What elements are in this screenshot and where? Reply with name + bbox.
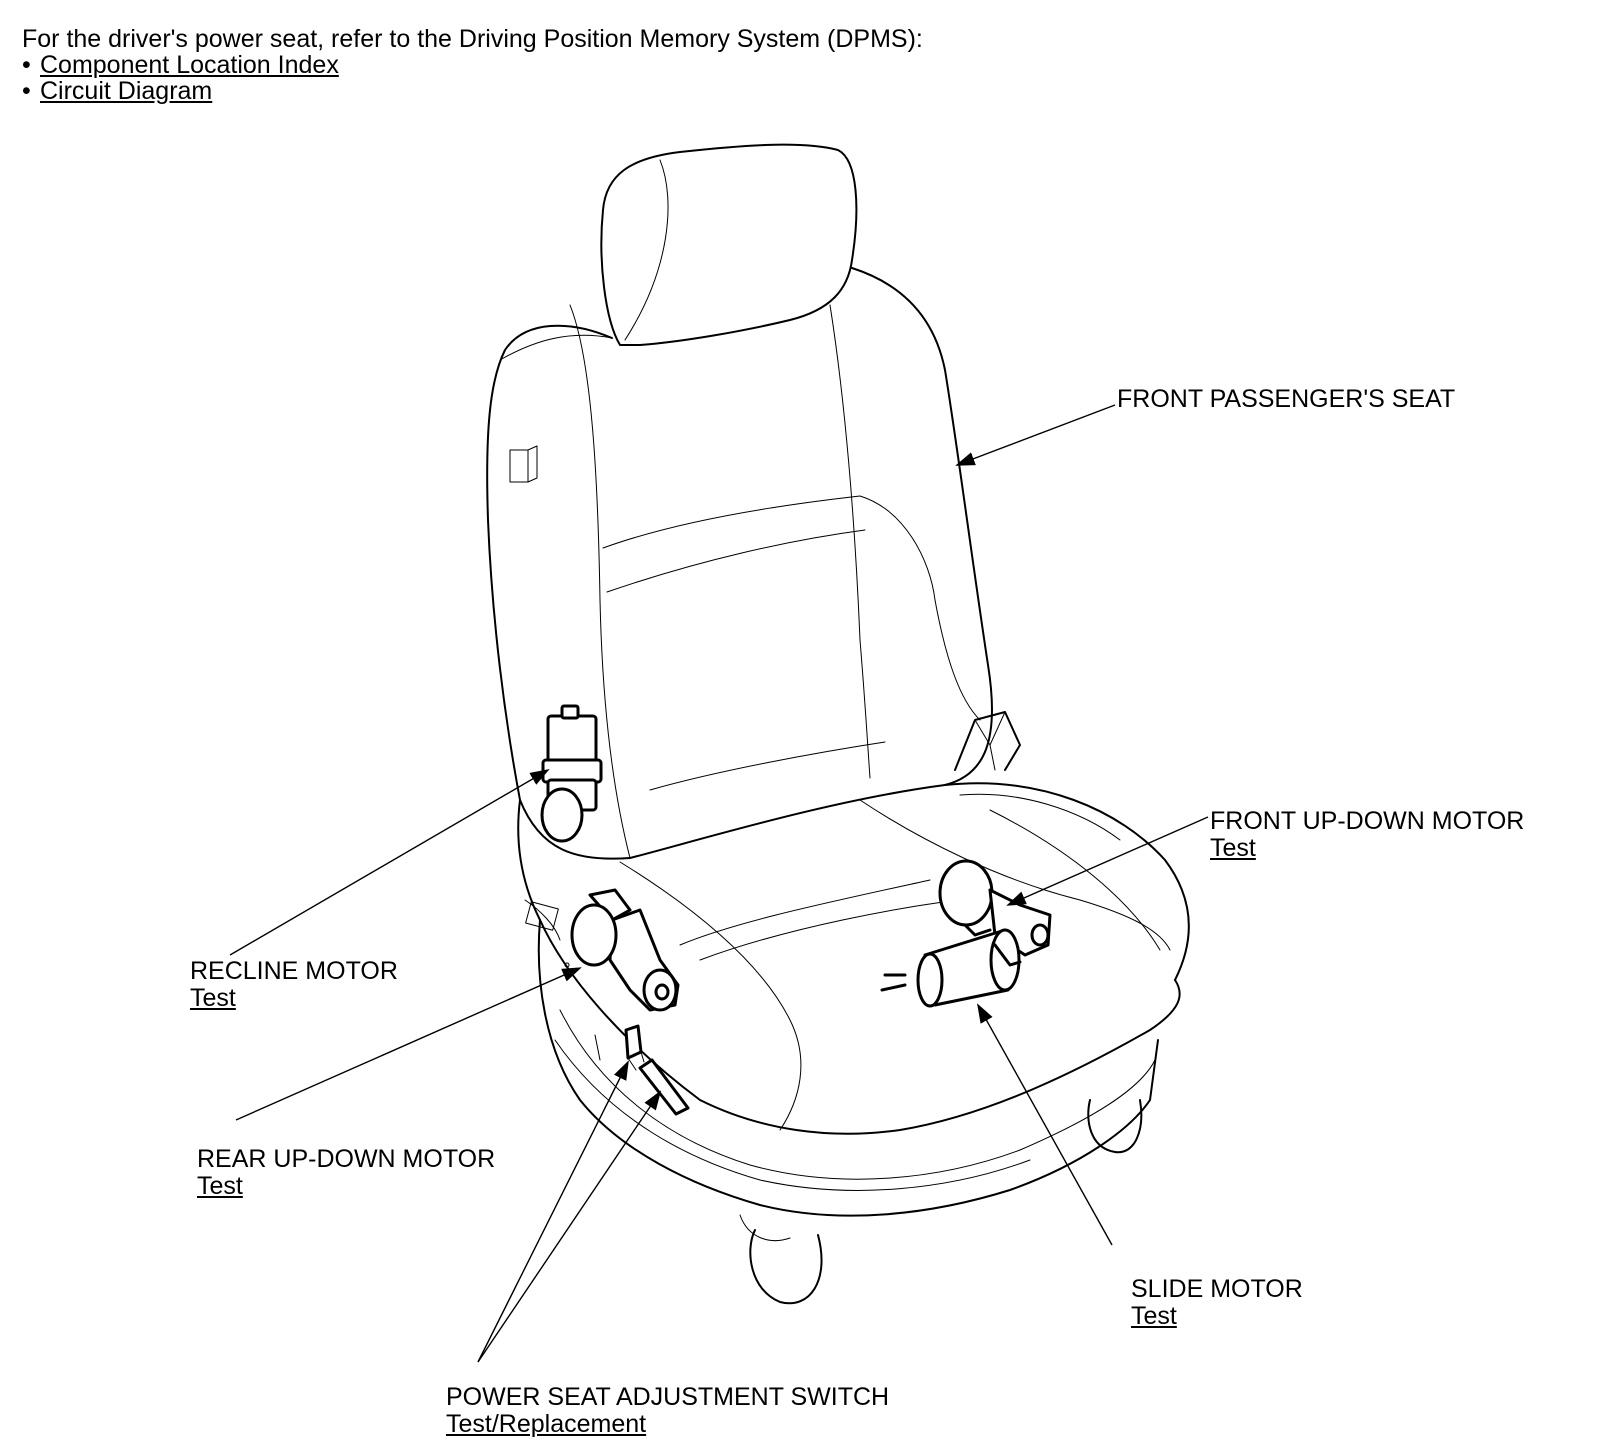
- front-passenger-seat-title: FRONT PASSENGER'S SEAT: [1117, 385, 1456, 413]
- rear-up-down-motor-title: REAR UP-DOWN MOTOR: [197, 1145, 496, 1173]
- front-up-down-motor-test-link[interactable]: Test: [1210, 834, 1256, 862]
- slide-motor-test-link[interactable]: Test: [1131, 1302, 1177, 1330]
- bullet-2: •: [22, 77, 31, 105]
- front-up-down-motor-title: FRONT UP-DOWN MOTOR: [1210, 807, 1525, 835]
- seat-base: [524, 711, 1159, 1305]
- front-passenger-seat-label: FRONT PASSENGER'S SEAT: [1117, 386, 1455, 413]
- leader-switch-2: [477, 1090, 662, 1363]
- intro-link-row-2: • Circuit Diagram: [22, 78, 923, 104]
- slide-motor-title: SLIDE MOTOR: [1131, 1275, 1303, 1303]
- power-seat-adjustment-switch-label: POWER SEAT ADJUSTMENT SWITCH Test/Replac…: [446, 1384, 889, 1438]
- leader-lines: [229, 404, 1209, 1363]
- leader-switch-1: [477, 1060, 629, 1363]
- leader-slide-motor: [977, 1003, 1113, 1246]
- power-seat-adjustment-switch: [624, 1024, 690, 1116]
- rear-up-down-motor: [570, 888, 680, 1012]
- headrest: [600, 143, 858, 346]
- leader-recline-motor: [229, 769, 550, 956]
- recline-motor-test-link[interactable]: Test: [190, 984, 236, 1012]
- rear-up-down-motor-test-link[interactable]: Test: [197, 1172, 243, 1200]
- recline-motor-label: RECLINE MOTOR Test: [190, 958, 398, 1012]
- power-seat-adjustment-switch-title: POWER SEAT ADJUSTMENT SWITCH: [446, 1383, 890, 1411]
- recline-motor: [540, 704, 603, 843]
- intro-text: For the driver's power seat, refer to th…: [22, 25, 923, 53]
- seat-back: [486, 267, 994, 860]
- leader-rear-up-down-motor: [235, 967, 582, 1121]
- intro-block: For the driver's power seat, refer to th…: [22, 26, 923, 104]
- circuit-diagram-link[interactable]: Circuit Diagram: [40, 77, 213, 105]
- component-location-index-link[interactable]: Component Location Index: [40, 51, 339, 79]
- slide-motor: [880, 928, 1022, 1008]
- slide-motor-label: SLIDE MOTOR Test: [1131, 1276, 1303, 1330]
- power-seat-adjustment-switch-link[interactable]: Test/Replacement: [446, 1410, 647, 1438]
- recline-motor-title: RECLINE MOTOR: [190, 957, 398, 985]
- leader-front-up-down-motor: [1006, 816, 1209, 906]
- rear-up-down-motor-label: REAR UP-DOWN MOTOR Test: [197, 1146, 495, 1200]
- intro-link-row-1: • Component Location Index: [22, 52, 923, 78]
- leader-front-passenger-seat: [955, 404, 1116, 466]
- front-up-down-motor-label: FRONT UP-DOWN MOTOR Test: [1210, 808, 1524, 862]
- bullet-1: •: [22, 51, 31, 79]
